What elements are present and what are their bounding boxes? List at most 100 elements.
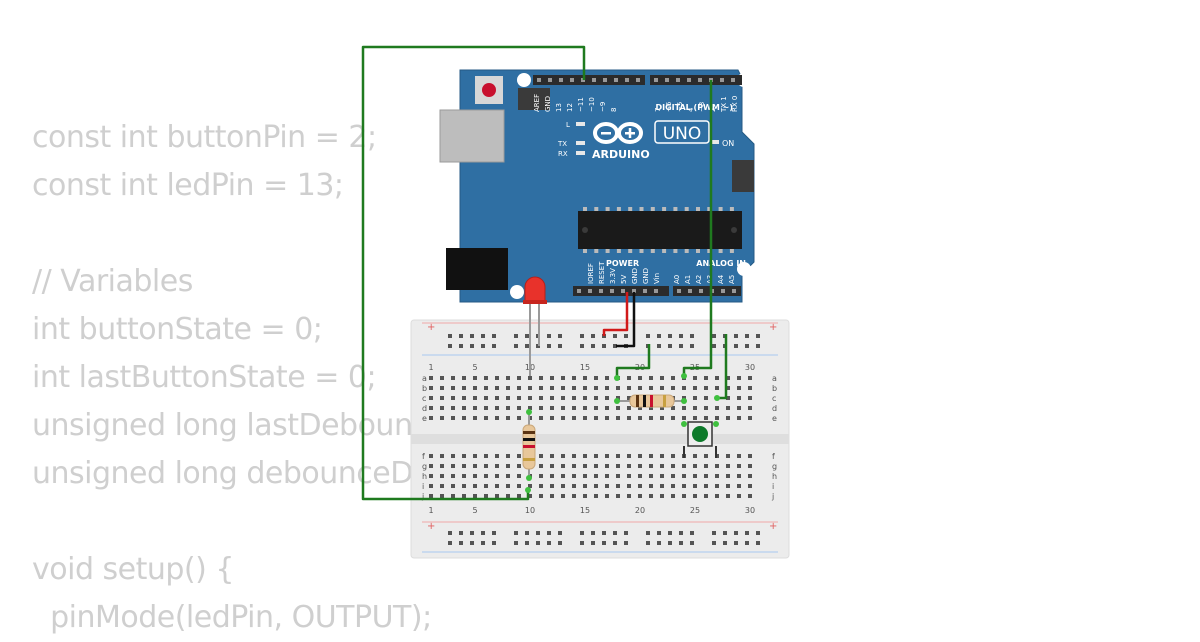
tx-led bbox=[576, 141, 585, 145]
on-led-label: ON bbox=[722, 139, 734, 148]
pushbutton[interactable] bbox=[681, 421, 719, 458]
power-rail-plus-tl: + bbox=[427, 322, 435, 333]
bottom-pin-label: Vin bbox=[653, 273, 661, 284]
chip-legs bbox=[583, 207, 734, 253]
resistor-button[interactable] bbox=[614, 394, 687, 408]
led[interactable] bbox=[523, 276, 547, 376]
code-line: void setup() { bbox=[32, 552, 234, 587]
row-letter: g bbox=[772, 462, 777, 471]
usb-port bbox=[439, 109, 505, 163]
row-letter: g bbox=[422, 462, 427, 471]
mount-hole bbox=[517, 73, 531, 87]
digital-header-label: DIGITAL (PWM ~) bbox=[655, 103, 733, 112]
bottom-pin-label: GND bbox=[631, 268, 639, 284]
row-letter: d bbox=[422, 404, 427, 413]
resistor-led[interactable] bbox=[522, 409, 536, 481]
power-rail-plus-br: + bbox=[769, 521, 777, 532]
row-letter: i bbox=[772, 482, 774, 491]
row-letter: a bbox=[772, 374, 777, 383]
reset-button-cap[interactable] bbox=[482, 83, 496, 97]
arduino-logo bbox=[593, 122, 643, 144]
column-number: 20 bbox=[635, 506, 645, 515]
code-line: // Variables bbox=[32, 264, 193, 299]
top-pin-label: AREF bbox=[533, 94, 541, 112]
column-number: 25 bbox=[690, 506, 700, 515]
top-pin-label: ~11 bbox=[577, 97, 585, 112]
icsp-header-right bbox=[732, 160, 754, 192]
row-letter: b bbox=[422, 384, 427, 393]
wire-button-to-pin2[interactable] bbox=[682, 80, 713, 376]
top-pin-label: 8 bbox=[610, 108, 618, 112]
row-letter: e bbox=[772, 414, 777, 423]
row-letter: c bbox=[772, 394, 776, 403]
row-letter: f bbox=[422, 452, 425, 461]
bottom-pin-label: A0 bbox=[673, 275, 681, 284]
top-pin-label: ~3 bbox=[698, 102, 706, 112]
breadboard: 115510101515202025253030aabbccddeeffgghh… bbox=[410, 319, 790, 559]
model-badge bbox=[654, 120, 710, 144]
wire-gnd-to-resistor[interactable] bbox=[615, 344, 651, 378]
brand-label: ARDUINO bbox=[592, 148, 650, 161]
icsp-header bbox=[518, 88, 550, 110]
row-letter: i bbox=[422, 482, 424, 491]
digital-header-right bbox=[650, 75, 742, 85]
connection-points bbox=[525, 373, 720, 493]
rx-led-label: RX bbox=[558, 150, 568, 158]
row-letter: c bbox=[422, 394, 426, 403]
top-pin-label: RX 0 bbox=[731, 96, 739, 112]
power-rail-plus-bl: + bbox=[427, 521, 435, 532]
rx-led bbox=[576, 151, 585, 155]
column-number: 15 bbox=[580, 363, 590, 372]
on-led bbox=[710, 140, 719, 144]
bottom-pin-label: GND bbox=[642, 268, 650, 284]
column-number: 30 bbox=[745, 506, 755, 515]
model-label: UNO bbox=[663, 124, 702, 144]
bottom-pin-label: IOREF bbox=[587, 263, 595, 284]
column-number: 15 bbox=[580, 506, 590, 515]
top-pin-label: 7 bbox=[654, 108, 662, 112]
l-led bbox=[576, 122, 585, 126]
top-pin-label: ~10 bbox=[588, 97, 596, 112]
wire-led-to-pin13[interactable] bbox=[361, 45, 586, 501]
wire-5v[interactable] bbox=[602, 292, 629, 336]
bottom-pin-label: 5V bbox=[620, 275, 628, 284]
top-pin-label: 13 bbox=[555, 103, 563, 112]
top-pin-label: 12 bbox=[566, 103, 574, 112]
analog-header bbox=[673, 286, 741, 296]
mount-hole bbox=[737, 262, 751, 276]
column-number: 1 bbox=[428, 506, 433, 515]
analog-in-label: ANALOG IN bbox=[696, 259, 746, 268]
top-pin-label: ~9 bbox=[599, 102, 607, 112]
power-jack bbox=[446, 248, 508, 290]
bottom-pin-label: A2 bbox=[695, 275, 703, 284]
power-label: POWER bbox=[606, 259, 639, 268]
bottom-pin-label: A5 bbox=[728, 275, 736, 284]
l-led-label: L bbox=[566, 121, 570, 129]
row-letter: d bbox=[772, 404, 777, 413]
bottom-pin-label: A4 bbox=[717, 274, 725, 284]
atmega-chip bbox=[578, 211, 742, 249]
column-number: 10 bbox=[525, 506, 535, 515]
mount-hole bbox=[510, 285, 524, 299]
top-pin-label: GND bbox=[544, 96, 552, 112]
tx-led-label: TX bbox=[557, 140, 567, 148]
column-number: 30 bbox=[745, 363, 755, 372]
wires bbox=[361, 45, 728, 501]
bottom-pin-label: RESET bbox=[598, 261, 606, 284]
top-pin-label: ~6 bbox=[665, 101, 673, 112]
row-letter: e bbox=[422, 414, 427, 423]
row-letter: j bbox=[771, 492, 774, 501]
column-number: 5 bbox=[472, 363, 477, 372]
row-letter: b bbox=[772, 384, 777, 393]
row-letter: h bbox=[772, 472, 777, 481]
wire-gnd[interactable] bbox=[616, 292, 636, 348]
top-pin-label: ~5 bbox=[676, 102, 684, 112]
digital-header-left bbox=[533, 75, 645, 85]
code-line: const int ledPin = 13; bbox=[32, 168, 344, 203]
top-pin-label: 4 bbox=[687, 107, 695, 112]
row-letter: a bbox=[422, 374, 427, 383]
column-number: 1 bbox=[428, 363, 433, 372]
